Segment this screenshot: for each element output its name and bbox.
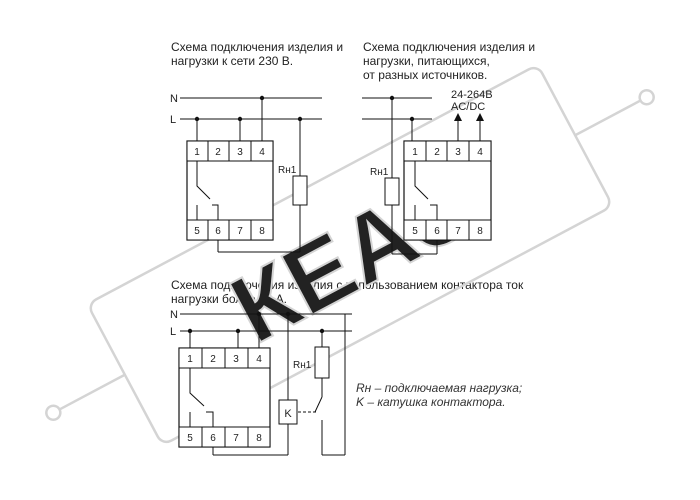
terminal-label: 6 [210,433,216,444]
watermark-circle-right [638,89,655,106]
supply-type-label: AC/DC [451,101,485,113]
relay-contact [212,204,219,220]
terminal-label: 1 [194,147,200,158]
terminal-label: 5 [412,226,418,237]
relay-contact [206,411,214,427]
relay-contact [196,161,211,200]
terminal-label: 8 [256,433,262,444]
watermark: КЕАЗ [45,66,655,444]
caption-top-left: Схема подключения изделия и нагрузки к с… [171,40,343,68]
terminal-label: 7 [455,226,461,237]
terminal-label: 2 [434,147,440,158]
terminal-4 [250,140,274,162]
diagram-contactor-connection: N L [170,309,352,456]
terminal-label: 1 [187,354,193,365]
relay-contact [430,204,438,220]
watermark-circle-left [45,404,62,421]
load-label: Rн1 [370,167,389,178]
supply-arrow [454,113,462,121]
terminal-label: 6 [434,226,440,237]
caption-top-left-line2: нагрузки к сети 230 В. [171,54,294,68]
relay-contact [189,368,205,407]
watermark-line-left [58,373,126,412]
terminal-label: 4 [259,147,265,158]
caption-top-right-line2: нагрузки, питающихся, [363,54,490,68]
terminal-label: 3 [233,354,239,365]
caption-top-right-line1: Схема подключения изделия и [363,40,536,54]
legend-note-coil: K – катушка контактора. [356,395,506,409]
terminal-label: 8 [477,226,483,237]
load-resistor [384,177,400,206]
label-n-3: N [170,309,178,321]
label-n-1: N [170,93,178,105]
load-resistor [314,346,330,379]
terminal-label: 7 [233,433,239,444]
label-l-3: L [170,326,176,338]
terminal-label: 3 [237,147,243,158]
legend-notes: Rн – подключаемая нагрузка; K – катушка … [356,381,522,409]
terminal-label: 4 [477,147,483,158]
terminal-8 [468,219,492,241]
diagram-mains-connection: N L 1 2 3 4 [170,93,322,253]
label-l-1: L [170,114,176,126]
caption-bottom: Схема подключения изделия с использовани… [171,278,523,306]
supply-voltage-label: 24-264В [451,89,493,101]
load-label: Rн1 [278,165,297,176]
caption-top-left-line1: Схема подключения изделия и [171,40,344,54]
terminal-label: 2 [210,354,216,365]
terminal-label: 5 [187,433,193,444]
relay-contact [414,161,429,200]
terminal-label: 7 [237,226,243,237]
caption-top-right-line3: от разных источников. [363,68,488,82]
watermark-line-right [574,98,642,137]
terminal-4 [247,347,271,369]
caption-bottom-line1: Схема подключения изделия с использовани… [171,278,524,292]
load-resistor [292,175,308,206]
load-label: Rн1 [293,360,312,371]
terminal-8 [250,219,274,241]
terminal-label: 2 [215,147,221,158]
contactor-coil [278,399,298,425]
terminal-label: 8 [259,226,265,237]
terminal-label: 4 [256,354,262,365]
supply-arrow [476,113,484,121]
terminal-8 [247,426,271,448]
diagram-separate-sources: 24-264В AC/DC 1 2 3 4 5 6 7 8 Rн1 [362,89,493,255]
terminal-4 [468,140,492,162]
legend-note-load: Rн – подключаемая нагрузка; [356,381,523,395]
caption-top-right: Схема подключения изделия и нагрузки, пи… [363,40,535,82]
terminal-label: 3 [455,147,461,158]
caption-bottom-line2: нагрузки более 16 А. [171,292,287,306]
terminal-label: 6 [215,226,221,237]
terminal-label: 5 [194,226,200,237]
coil-label: K [284,408,292,420]
contactor-switch [314,396,323,413]
terminal-label: 1 [412,147,418,158]
